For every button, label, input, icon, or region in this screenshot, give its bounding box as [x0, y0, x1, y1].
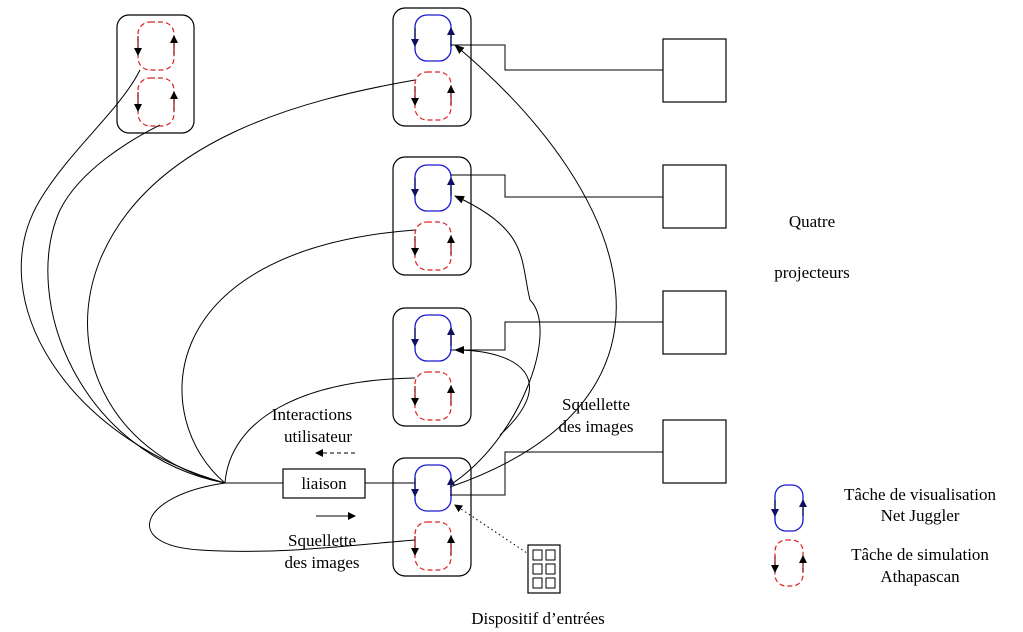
projector-wires [450, 44, 663, 496]
legend-vis-icon [774, 484, 804, 532]
legend-sim-line2: Athapascan [880, 567, 960, 586]
label-projecteurs: projecteurs [774, 263, 850, 282]
task-loops [134, 14, 455, 571]
projector-4 [662, 419, 727, 484]
input-device [527, 544, 561, 594]
node-4 [392, 457, 472, 577]
connection-curves [20, 44, 617, 556]
liaison-box [282, 468, 366, 499]
legend-vis-line1: Tâche de visualisation [844, 485, 997, 504]
label-interactions: Interactions [272, 405, 352, 424]
legend-sim-icon [774, 539, 804, 587]
projector-1 [662, 38, 727, 103]
label-quatre: Quatre [789, 212, 835, 231]
node-top-left [116, 14, 195, 134]
label-utilisateur: utilisateur [284, 427, 352, 446]
label-des-images-mid: des images [558, 417, 633, 436]
label-des-images-bottom: des images [284, 553, 359, 572]
label-squellette-mid: Squellette [562, 395, 630, 414]
node-1 [392, 7, 472, 127]
projector-3 [662, 290, 727, 355]
projectors [662, 38, 727, 484]
legend: Tâche de visualisation Net Juggler Tâche… [771, 484, 997, 587]
liaison-label: liaison [301, 474, 347, 493]
legend-sim-line1: Tâche de simulation [851, 545, 989, 564]
label-dispositif: Dispositif d’entrées [471, 609, 605, 628]
node-3 [392, 307, 472, 427]
compute-nodes [116, 7, 472, 577]
label-squellette-bottom: Squellette [288, 531, 356, 550]
node-2 [392, 156, 472, 276]
legend-vis-line2: Net Juggler [881, 506, 960, 525]
projector-2 [662, 164, 727, 229]
